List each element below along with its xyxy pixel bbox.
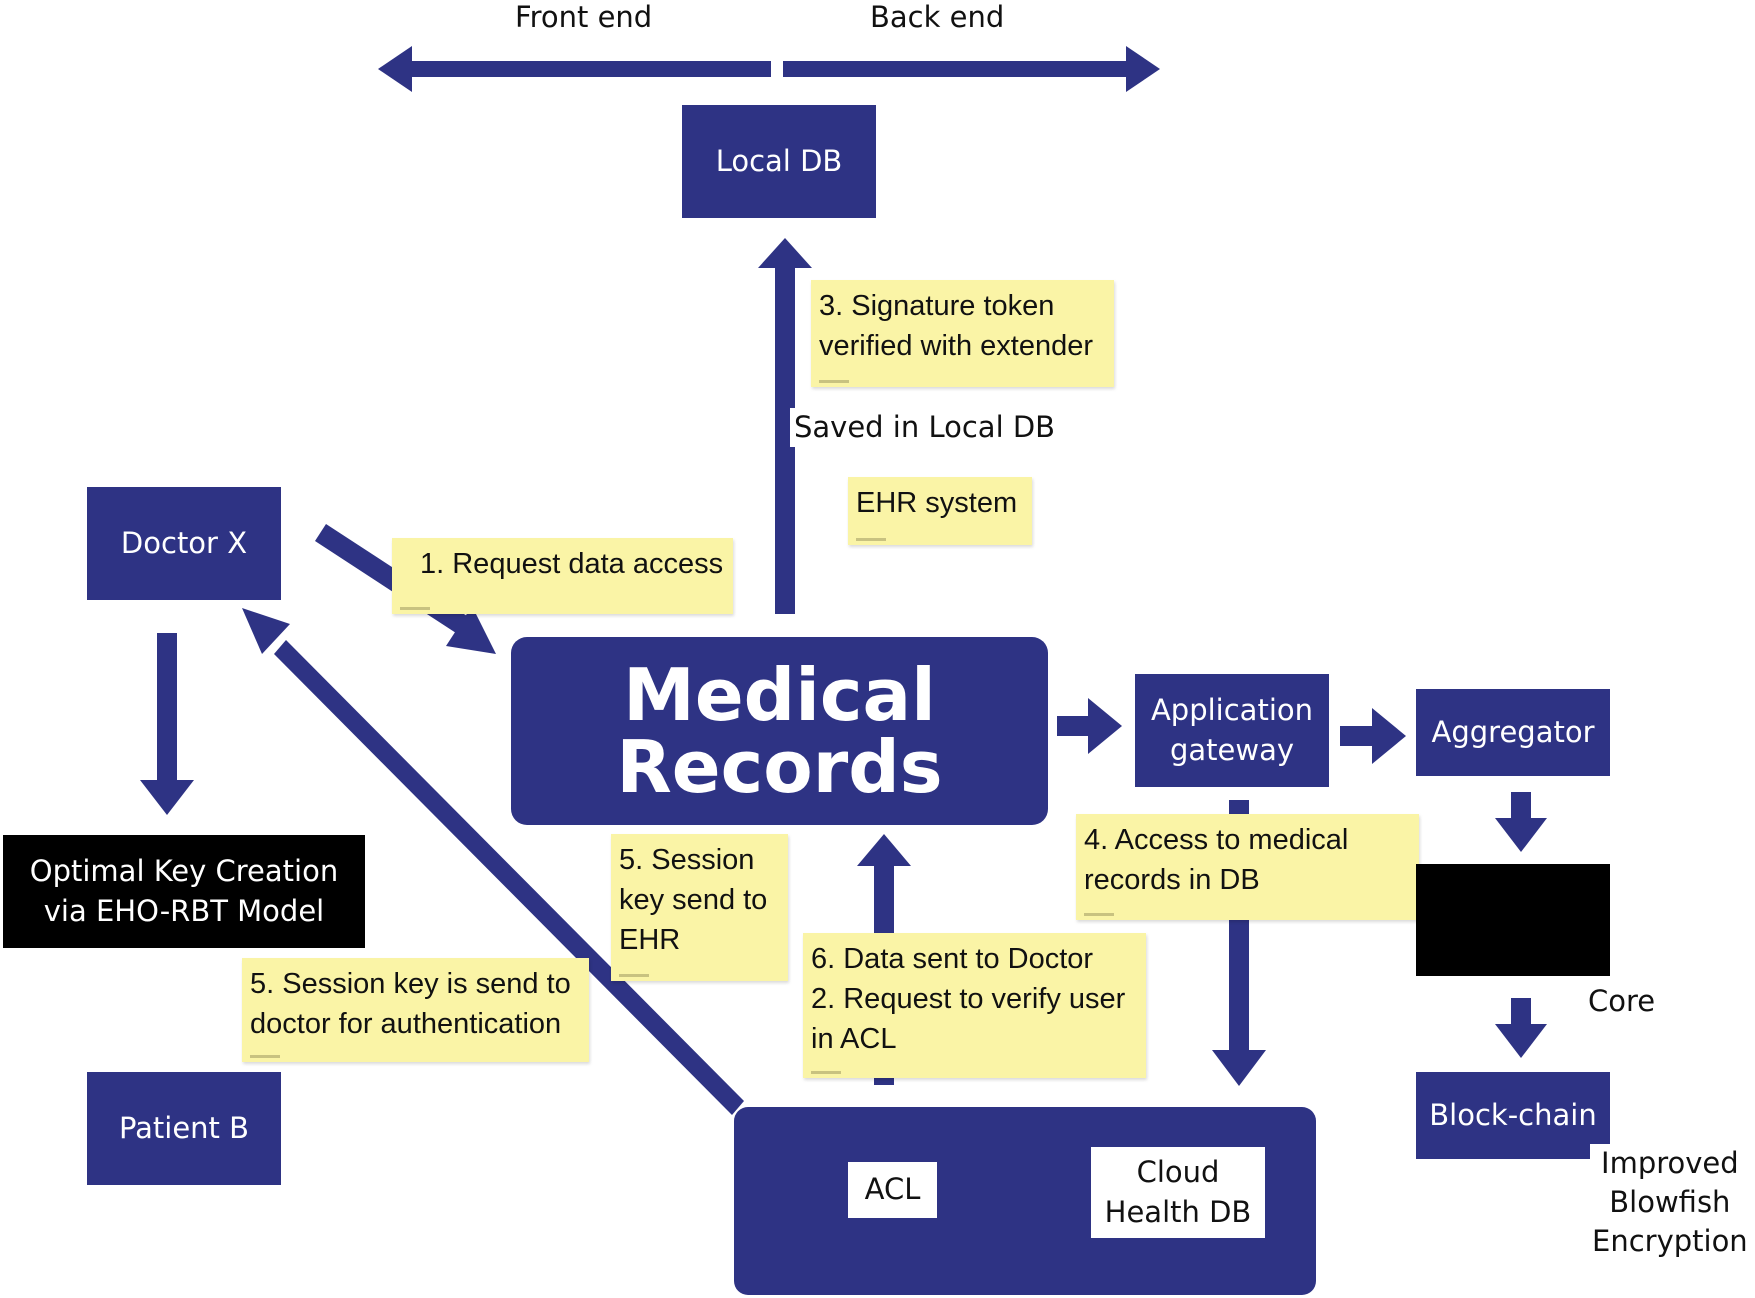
request-access-note: 1. Request data access: [392, 538, 733, 614]
blockchain-node[interactable]: Block-chain: [1416, 1072, 1610, 1159]
note-author-mark: [811, 1071, 841, 1074]
doctor-x-label: Doctor X: [120, 525, 248, 560]
session-ehr-note: 5. Session key send to EHR: [611, 834, 788, 981]
saved-local-db-label: Saved in Local DB: [790, 408, 1060, 448]
patient-b-node[interactable]: Patient B: [87, 1072, 281, 1185]
note-author-mark: [1084, 913, 1114, 916]
encryption-label: Improved Blowfish Encryption: [1590, 1144, 1750, 1262]
local-db-node[interactable]: Local DB: [682, 105, 876, 218]
local-db-label: Local DB: [715, 143, 843, 178]
data-sent-note: 6. Data sent to Doctor 2. Request to ver…: [803, 933, 1146, 1078]
access-records-note: 4. Access to medical records in DB: [1076, 814, 1419, 920]
signature-note: 3. Signature token verified with extende…: [811, 280, 1114, 387]
note-author-mark: [856, 538, 886, 541]
back-end-arrow: [783, 46, 1160, 92]
aggregator-to-core-arrow: [1495, 792, 1547, 852]
cloud-health-db-node[interactable]: Cloud Health DB: [1091, 1147, 1265, 1238]
acl-to-doctor-arrow: [242, 608, 744, 1115]
medical-records-line2: Records: [616, 725, 943, 809]
note-author-mark: [619, 974, 649, 977]
ehr-system-note: EHR system: [848, 477, 1032, 545]
front-end-label: Front end: [515, 0, 653, 34]
records-to-localdb-arrow: [758, 238, 812, 614]
core-to-blockchain-arrow: [1495, 998, 1547, 1058]
front-end-arrow: [378, 46, 771, 92]
app-gateway-node[interactable]: Application gateway: [1135, 674, 1329, 787]
records-to-gateway-arrow: [1057, 698, 1122, 754]
doctor-x-node[interactable]: Doctor X: [87, 487, 281, 600]
note-author-mark: [250, 1055, 280, 1058]
key-creation-node[interactable]: Optimal Key Creation via EHO-RBT Model: [3, 835, 365, 948]
acl-node[interactable]: ACL: [848, 1162, 937, 1218]
aggregator-node[interactable]: Aggregator: [1416, 689, 1610, 776]
session-doctor-note: 5. Session key is send to doctor for aut…: [242, 958, 589, 1062]
core-label: Core: [1586, 982, 1658, 1022]
back-end-label: Back end: [870, 0, 1005, 34]
gateway-to-aggregator-arrow: [1340, 708, 1406, 764]
core-node[interactable]: [1416, 864, 1610, 976]
doctor-to-keycreation-arrow: [140, 633, 194, 815]
medical-records-line1: Medical: [623, 653, 936, 737]
note-author-mark: [819, 380, 849, 383]
medical-records-node[interactable]: Medical Records: [511, 637, 1048, 825]
note-author-mark: [400, 607, 430, 610]
